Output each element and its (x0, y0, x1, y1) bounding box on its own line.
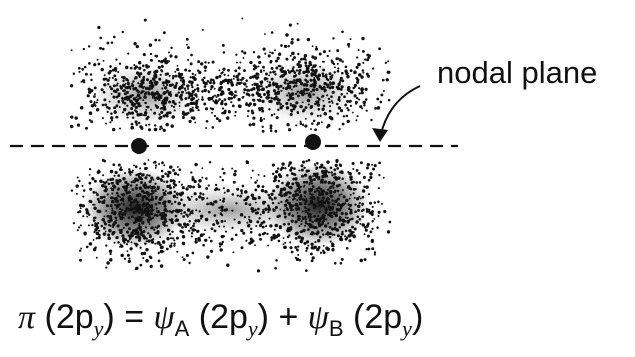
term-a-arg-open: (2p (199, 298, 248, 336)
psi-b-sub: B (329, 316, 344, 341)
psi-a-sub: A (175, 316, 190, 341)
nodal-plane-label: nodal plane (437, 55, 597, 91)
lhs-arg-open: (2p (45, 298, 94, 336)
nucleus-a (131, 138, 147, 154)
pi-symbol: π (18, 299, 35, 336)
psi-a-symbol: ψ (154, 299, 175, 336)
equals-sign: = (124, 298, 144, 336)
plus-sign: + (278, 298, 298, 336)
lhs-arg-close: ) (103, 298, 114, 336)
term-b-arg-open: (2p (353, 298, 402, 336)
nucleus-b (305, 134, 321, 150)
term-a-arg-close: ) (258, 298, 269, 336)
psi-b-symbol: ψ (308, 299, 329, 336)
plane-pointer-arrowhead (372, 128, 388, 142)
term-b-arg-sub: y (402, 316, 412, 341)
lhs-arg-sub: y (94, 316, 104, 341)
orbital-equation: π (2py) = ψA (2py) + ψB (2py) (18, 298, 423, 342)
term-a-arg-sub: y (248, 316, 258, 341)
term-b-arg-close: ) (412, 298, 423, 336)
